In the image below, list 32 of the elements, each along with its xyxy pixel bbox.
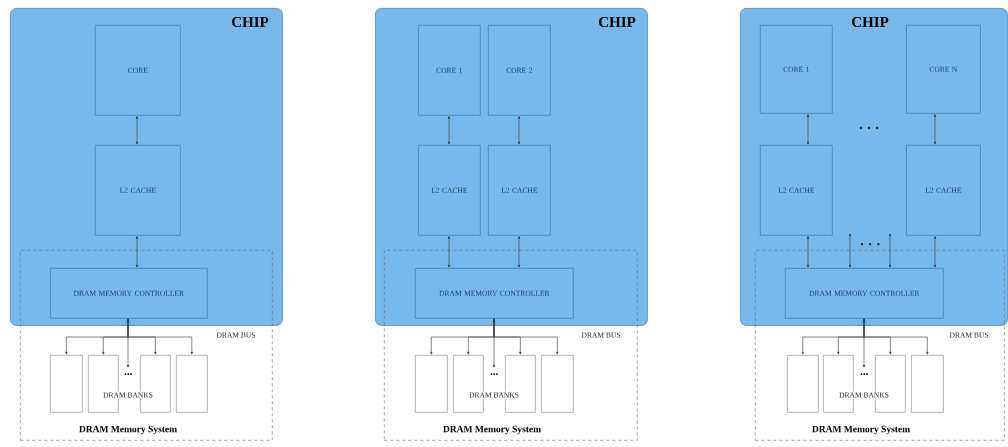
bank-box <box>50 355 83 413</box>
arrow <box>135 116 139 145</box>
arrow <box>126 319 130 368</box>
bank-box <box>415 355 448 413</box>
ellipsis: . . . <box>860 243 880 246</box>
bank-box <box>176 355 208 413</box>
chip-label: CHIP <box>599 16 636 28</box>
arrow <box>447 236 451 268</box>
ellipsis: ... <box>124 373 132 376</box>
arrow <box>888 233 892 268</box>
arrow <box>848 233 852 268</box>
system-label: DRAM Memory System <box>812 425 910 435</box>
ellipsis: ... <box>860 373 868 376</box>
ellipsis: ... <box>490 373 498 376</box>
arrow <box>447 116 451 145</box>
arrow <box>933 114 937 145</box>
arrow <box>933 236 937 268</box>
arrow <box>862 319 866 368</box>
arrow <box>806 236 810 268</box>
chip-label: CHIP <box>232 16 269 28</box>
bank-box <box>541 355 574 413</box>
arrow <box>135 236 139 268</box>
arrow <box>517 236 521 268</box>
system-label: DRAM Memory System <box>443 425 541 435</box>
chip-label: CHIP <box>852 16 889 28</box>
system-label: DRAM Memory System <box>79 425 177 435</box>
ellipsis: . . . <box>859 126 879 130</box>
arrow <box>517 116 521 145</box>
arrow <box>806 114 810 145</box>
arrow <box>492 319 496 368</box>
bank-box <box>787 355 819 413</box>
bank-box <box>911 355 944 413</box>
